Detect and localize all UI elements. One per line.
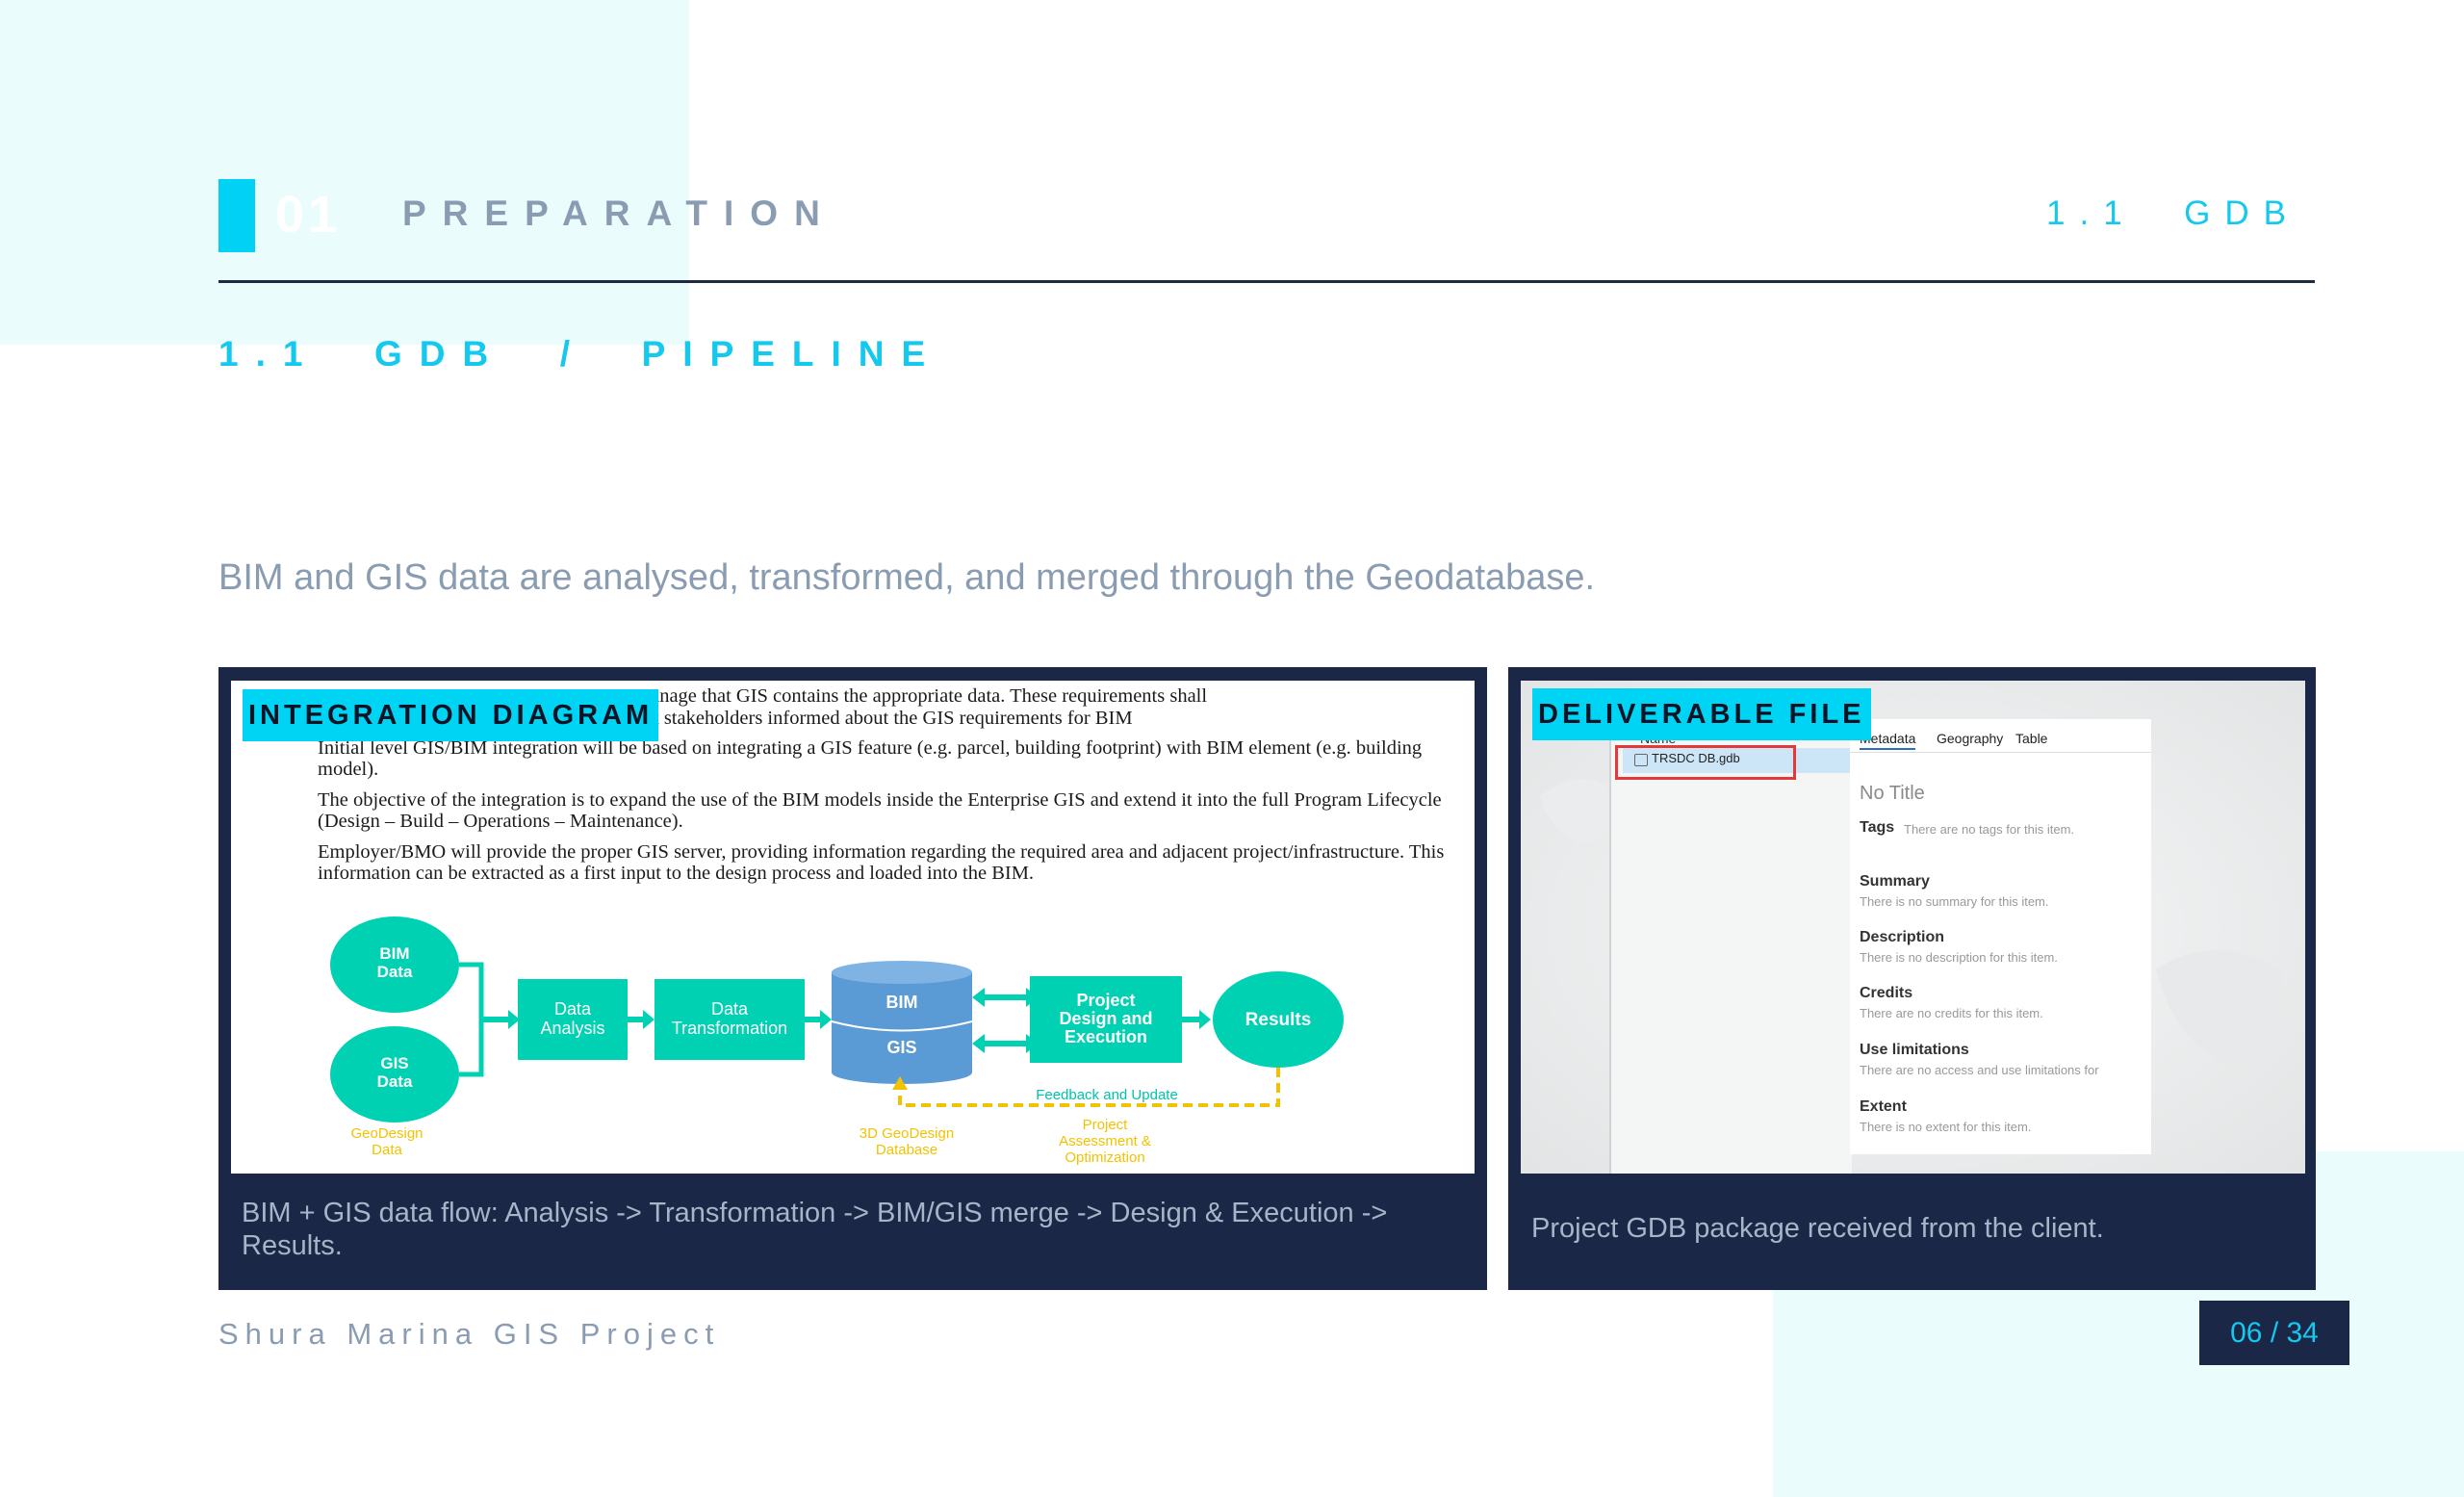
- tab-table[interactable]: Table: [2015, 731, 2048, 746]
- geodatabase-body: [832, 972, 972, 1072]
- gis-data-label-2: Data: [377, 1072, 413, 1091]
- arrow-head-icon: [508, 1010, 520, 1029]
- geodatabase-top: [832, 961, 972, 984]
- background-panel-top-left: [0, 0, 689, 345]
- extent-label: Extent: [1860, 1098, 1907, 1115]
- integration-diagram-label: INTEGRATION DIAGRAM: [243, 689, 659, 741]
- description-label: Description: [1860, 929, 1945, 945]
- project-design-label-1: Project: [1076, 991, 1135, 1010]
- geodesign-db-label-1: 3D GeoDesign: [860, 1125, 954, 1142]
- arrow-head-icon: [643, 1010, 654, 1029]
- page-subtitle: 1.1 GDB / PIPELINE: [218, 334, 943, 374]
- tab-metadata[interactable]: Metadata: [1860, 731, 1916, 750]
- data-analysis-node: [518, 979, 628, 1060]
- results-label: Results: [1245, 1010, 1312, 1030]
- geodatabase-divider: [831, 1020, 973, 1032]
- deliverable-file-card: Name TRSDC DB.gdb Metadata Geography Tab…: [1508, 667, 2316, 1290]
- card-caption: BIM + GIS data flow: Analysis -> Transfo…: [242, 1198, 1388, 1261]
- section-number: 01: [275, 186, 342, 244]
- assessment-label-2: Assessment &: [1059, 1133, 1151, 1149]
- deliverable-file-image: Name TRSDC DB.gdb Metadata Geography Tab…: [1521, 681, 2305, 1174]
- data-transformation-label-1: Data: [711, 999, 749, 1019]
- card-caption: Project GDB package received from the cl…: [1531, 1213, 2104, 1244]
- data-transformation-label-2: Transformation: [672, 1019, 787, 1038]
- project-design-label-2: Design and: [1059, 1009, 1152, 1028]
- assessment-label-1: Project: [1083, 1117, 1129, 1133]
- bim-data-node: [330, 916, 459, 1013]
- geodesign-db-label-2: Database: [876, 1142, 937, 1158]
- tab-divider: [1850, 752, 2151, 753]
- integration-flow-diagram: BIM Data GIS Data Data Analysis Data Tra…: [330, 916, 1344, 1166]
- continent-shape: [1540, 779, 1614, 844]
- selected-row[interactable]: [1623, 748, 1852, 773]
- data-analysis-label-1: Data: [554, 999, 592, 1019]
- project-design-label-3: Execution: [1065, 1027, 1147, 1046]
- db-bim-label: BIM: [886, 993, 918, 1012]
- arrow-head-icon: [892, 1076, 908, 1090]
- merge-bracket: [459, 962, 484, 1077]
- gdb-file-name[interactable]: TRSDC DB.gdb: [1652, 751, 1740, 765]
- arrow-head-icon: [820, 1010, 832, 1029]
- summary-label: Summary: [1860, 873, 1930, 890]
- tags-text: There are no tags for this item.: [1904, 822, 2075, 837]
- project-design-node: [1030, 976, 1182, 1063]
- summary-text: There is no summary for this item.: [1860, 894, 2049, 909]
- section-title: PREPARATION: [402, 194, 836, 233]
- section-tag: 1.1 GDB: [2046, 194, 2300, 232]
- data-transformation-node: [654, 979, 805, 1060]
- document-line: ss to manage that GIS contains the appro…: [595, 685, 1208, 707]
- metadata-pane: Metadata Geography Table No Title Tags T…: [1850, 719, 2151, 1154]
- assessment-label-3: Optimization: [1065, 1149, 1144, 1166]
- header-divider: [218, 280, 2315, 283]
- geodatabase-icon: [1634, 754, 1648, 766]
- extent-text: There is no extent for this item.: [1860, 1120, 2032, 1134]
- gis-data-label-1: GIS: [380, 1054, 408, 1072]
- continent-shape: [2156, 950, 2283, 1066]
- gis-data-node: [330, 1026, 459, 1123]
- bim-data-label-1: BIM: [379, 944, 409, 963]
- bim-data-label-2: Data: [377, 963, 413, 981]
- db-gis-label: GIS: [886, 1038, 916, 1057]
- arrow-head-icon: [972, 1034, 985, 1053]
- document-paragraph: Initial level GIS/BIM integration will b…: [318, 737, 1423, 780]
- arrow-head-icon: [1199, 1010, 1211, 1029]
- credits-text: There are no credits for this item.: [1860, 1006, 2043, 1020]
- data-analysis-label-2: Analysis: [540, 1019, 604, 1038]
- feedback-label: Feedback and Update: [1036, 1087, 1178, 1103]
- use-limitations-label: Use limitations: [1860, 1042, 1969, 1058]
- section-accent-bar: [218, 179, 255, 252]
- geodesign-data-label-1: GeoDesign: [350, 1125, 423, 1142]
- credits-label: Credits: [1860, 985, 1913, 1001]
- intro-text: BIM and GIS data are analysed, transform…: [218, 557, 1596, 598]
- metadata-title: No Title: [1860, 783, 1925, 804]
- deliverable-file-label: DELIVERABLE FILE: [1532, 688, 1871, 740]
- document-body: Initial level GIS/BIM integration will b…: [318, 737, 1473, 893]
- document-paragraph: Employer/BMO will provide the proper GIS…: [318, 841, 1445, 884]
- catalog-tree-pane: Name TRSDC DB.gdb: [1609, 719, 1852, 1174]
- tags-label: Tags: [1860, 819, 1895, 836]
- geodatabase-bottom: [832, 1061, 972, 1084]
- geodesign-data-label-2: Data: [372, 1142, 402, 1158]
- use-limitations-text: There are no access and use limitations …: [1860, 1063, 2099, 1077]
- tab-geography[interactable]: Geography: [1937, 731, 2004, 746]
- results-node: [1213, 971, 1344, 1068]
- footer-project-name: Shura Marina GIS Project: [218, 1317, 721, 1351]
- feedback-loop: [898, 1068, 1280, 1107]
- description-text: There is no description for this item.: [1860, 950, 2058, 965]
- arrow-head-icon: [972, 988, 985, 1007]
- document-line: hat all project stakeholders informed ab…: [551, 708, 1133, 729]
- page-number-badge: 06 / 34: [2199, 1301, 2349, 1365]
- document-paragraph: The objective of the integration is to e…: [318, 789, 1442, 832]
- highlight-box: [1615, 745, 1796, 780]
